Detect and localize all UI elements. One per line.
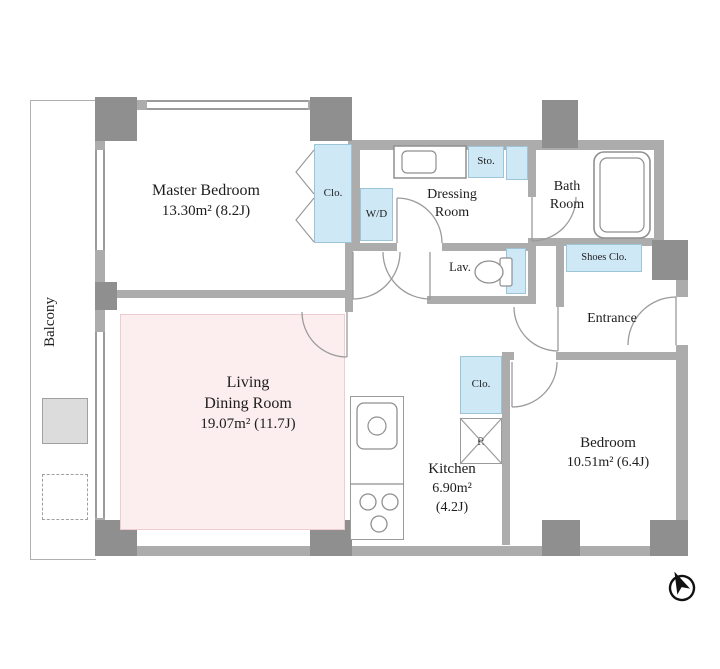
bath-room-name-1: Bath — [553, 179, 581, 194]
wall-segment — [442, 243, 536, 251]
compass-icon — [668, 571, 696, 602]
door-master-bedroom — [352, 251, 401, 300]
wall-segment — [95, 546, 688, 556]
shoes-closet-label: Shoes Clo. — [581, 252, 627, 264]
master-closet-label: Clo. — [323, 186, 343, 199]
bedroom-closet-label: Clo. — [471, 378, 491, 391]
wall-segment — [528, 241, 536, 304]
wall-segment — [502, 352, 510, 545]
pipe-space — [506, 146, 528, 180]
shoes-closet: Shoes Clo. — [566, 244, 642, 272]
door-dressing-room — [396, 197, 443, 244]
door-living-dining — [301, 311, 348, 358]
bath-room-label: Bath Room — [528, 178, 606, 214]
window — [147, 100, 308, 110]
window — [95, 150, 105, 250]
living-dining-name-2: Dining Room — [204, 395, 292, 412]
pillar — [95, 282, 117, 310]
wall-segment — [676, 345, 688, 556]
entrance-label: Entrance — [587, 311, 637, 326]
bath-room-name-2: Room — [549, 197, 585, 212]
bedroom-closet: Clo. — [460, 356, 502, 414]
wall-segment — [345, 243, 353, 312]
storage-box: Sto. — [468, 146, 504, 178]
door-bath-room — [531, 196, 577, 242]
storage-box-label: Sto. — [477, 155, 495, 168]
balcony-label: Balcony — [42, 297, 58, 347]
stove-burners — [359, 493, 399, 533]
window — [95, 332, 105, 518]
kitchen-name: Kitchen — [428, 461, 476, 477]
toilet — [474, 257, 513, 287]
master-bedroom-label: Master Bedroom 13.30m² (8.2J) — [100, 180, 312, 221]
door-hallway — [513, 306, 559, 352]
wall-segment — [352, 140, 360, 243]
bedroom-name: Bedroom — [580, 435, 636, 451]
bathtub — [593, 151, 651, 239]
pillar — [652, 240, 688, 280]
refrigerator-cross — [459, 417, 503, 465]
bedroom-label: Bedroom 10.51m² (6.4J) — [518, 433, 698, 473]
door-arcs — [301, 196, 677, 408]
balcony-hatch-dashed — [42, 474, 88, 520]
washer-dryer: W/D — [360, 188, 393, 241]
wall-segment — [556, 352, 688, 360]
master-closet: Clo. — [314, 144, 352, 243]
master-bedroom-name: Master Bedroom — [152, 182, 260, 199]
wall-segment — [528, 238, 664, 246]
pillar — [310, 97, 352, 141]
dressing-room-name-1: Dressing — [427, 187, 477, 202]
master-bedroom-area: 13.30m² (8.2J) — [161, 203, 251, 219]
wall-segment — [556, 246, 564, 307]
pillar — [542, 100, 578, 148]
pillar — [542, 520, 580, 556]
door-front-entrance — [627, 296, 677, 346]
wall-segment — [654, 140, 664, 248]
living-dining-zone — [120, 314, 345, 530]
kitchen-area-2: (4.2J) — [435, 500, 469, 515]
living-dining-area: 19.07m² (11.7J) — [200, 416, 296, 432]
pillar — [650, 520, 688, 556]
washer-dryer-label: W/D — [365, 207, 388, 220]
bedroom-area: 10.51m² (6.4J) — [566, 455, 650, 470]
pillar — [95, 97, 137, 141]
dressing-room-name-2: Room — [434, 205, 470, 220]
lavatory-label: Lav. — [449, 260, 471, 274]
living-dining-label: Living Dining Room 19.07m² (11.7J) — [148, 372, 348, 434]
wall-segment — [427, 296, 536, 304]
kitchen-label: Kitchen 6.90m² (4.2J) — [406, 460, 498, 517]
wall-segment — [352, 243, 397, 251]
vanity-sink — [393, 145, 467, 179]
living-dining-name-1: Living — [226, 374, 270, 391]
door-bedroom — [511, 361, 558, 408]
kitchen-sink — [350, 402, 404, 485]
dressing-room-label: Dressing Room — [402, 186, 502, 222]
wall-segment — [105, 290, 352, 298]
kitchen-area-1: 6.90m² — [432, 481, 472, 496]
bifold-door-icon — [295, 149, 315, 243]
balcony-equipment-box — [42, 398, 88, 444]
door-lavatory — [382, 251, 431, 300]
wall-segment — [528, 140, 536, 197]
wall-segment — [348, 140, 664, 150]
balcony-outline — [30, 100, 96, 560]
